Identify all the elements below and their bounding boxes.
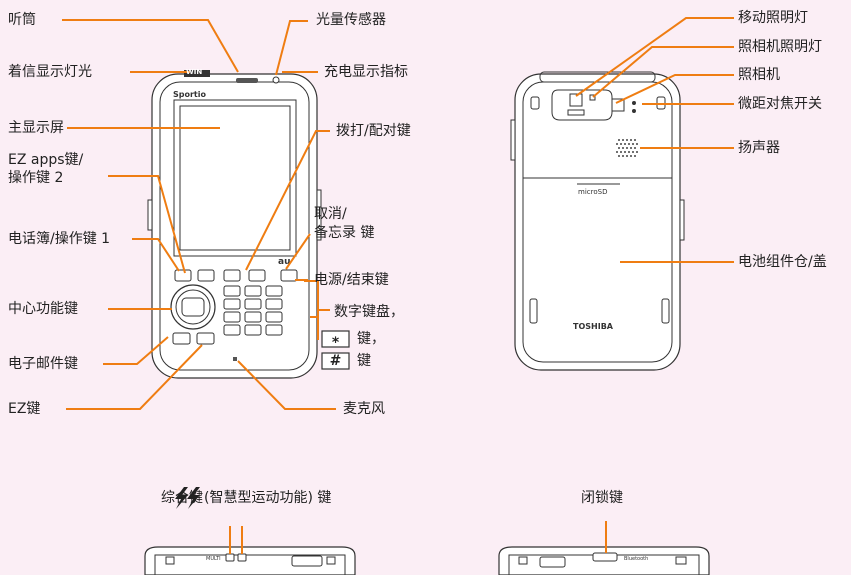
label-camera-light: 照相机照明灯	[738, 39, 822, 55]
maker-text: TOSHIBA	[573, 322, 614, 331]
label-main-display: 主显示屏	[8, 120, 64, 136]
phone-back: microSD TOSHIBA	[510, 71, 685, 371]
sport-lightning-icon	[175, 487, 200, 509]
label-ez-key: EZ键	[8, 401, 41, 417]
label-hash-symbol: #	[329, 353, 342, 369]
label-cancel-1: 取消/	[314, 206, 347, 222]
label-cancel-2: 备忘录 键	[314, 225, 375, 241]
label-hash-key: 键	[357, 353, 371, 369]
label-microphone: 麦克风	[343, 401, 385, 417]
brand-front-text: Sportio	[173, 90, 206, 99]
label-star-symbol: ⁎	[331, 331, 340, 347]
label-speaker: 扬声器	[738, 140, 780, 156]
label-phonebook-key: 电话簿/操作键 1	[8, 231, 111, 247]
label-incoming-light: 着信显示灯光	[8, 64, 92, 80]
label-numeric-keypad: 数字键盘，	[334, 304, 404, 320]
label-camera: 照相机	[738, 67, 780, 83]
label-charge-indicator: 充电显示指标	[324, 64, 408, 80]
label-star-key: 键，	[357, 331, 385, 347]
label-email-key: 电子邮件键	[8, 356, 78, 372]
top-logo-text: WIN	[186, 68, 203, 76]
star-key-box	[321, 330, 350, 348]
carrier-logo-text: au	[278, 257, 290, 267]
label-earpiece: 听筒	[8, 12, 36, 28]
label-lock-key: 闭锁键	[581, 490, 623, 506]
bluetooth-tag-text: Bluetooth	[624, 556, 648, 562]
label-sport-key: (智慧型运动功能) 键	[204, 490, 332, 506]
label-center-key: 中心功能键	[8, 301, 78, 317]
leader-lines-back	[575, 17, 734, 263]
label-macro-switch: 微距对焦开关	[738, 96, 822, 112]
label-ez-apps-key-2: 操作键 2	[8, 170, 64, 186]
label-power-end-key: 电源/结束键	[314, 272, 389, 288]
phone-front: Sportio au	[147, 70, 322, 379]
bottom-view-left: MULTI	[144, 546, 356, 575]
label-mobile-light: 移动照明灯	[738, 10, 808, 26]
label-battery-cover: 电池组件仓/盖	[738, 254, 827, 270]
label-ez-apps-key-1: EZ apps键/	[8, 152, 84, 168]
multi-tag-text: MULTI	[206, 556, 221, 562]
hash-key-box	[321, 352, 350, 370]
label-dial-pair-key: 拨打/配对键	[336, 123, 411, 139]
label-light-sensor: 光量传感器	[316, 12, 386, 28]
microsd-text: microSD	[578, 188, 607, 196]
label-multi-key: 综合键	[161, 490, 203, 506]
leader-lines-bottom	[229, 521, 607, 554]
speaker-grille	[616, 139, 638, 157]
leader-lines-front	[62, 19, 336, 410]
bottom-view-right: Bluetooth	[498, 546, 710, 575]
